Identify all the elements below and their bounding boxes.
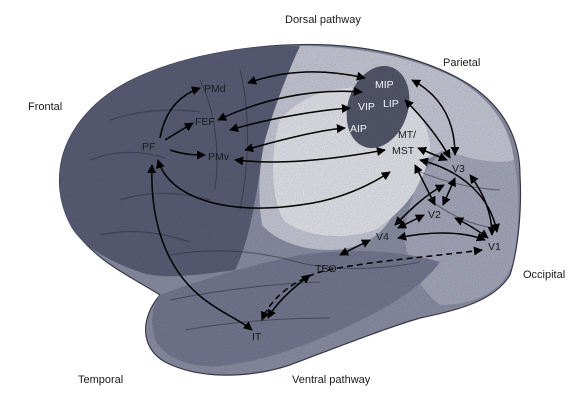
area-it: IT xyxy=(252,331,262,343)
area-pmd: PMd xyxy=(204,83,226,95)
label-temporal: Temporal xyxy=(78,374,123,386)
area-vip: VIP xyxy=(358,101,375,113)
area-teo: TEO xyxy=(315,263,337,275)
area-mst: MST xyxy=(392,145,415,157)
area-v4: V4 xyxy=(376,231,389,243)
area-lip: LIP xyxy=(383,98,399,110)
area-v1: V1 xyxy=(488,241,501,253)
area-aip: AIP xyxy=(350,123,367,135)
area-mip: MIP xyxy=(375,79,394,91)
brain-silhouette xyxy=(60,44,521,375)
label-ventral-pathway: Ventral pathway xyxy=(292,374,371,386)
area-mt: MT/ xyxy=(398,129,416,141)
label-occipital: Occipital xyxy=(523,269,565,281)
label-frontal: Frontal xyxy=(28,101,62,113)
label-dorsal-pathway: Dorsal pathway xyxy=(285,14,361,26)
area-v2: V2 xyxy=(428,209,441,221)
brain-texture xyxy=(60,44,521,375)
area-pf: PF xyxy=(142,141,155,153)
area-fef: FEF xyxy=(195,116,215,128)
area-v3: V3 xyxy=(452,163,465,175)
area-pmv: PMv xyxy=(208,151,230,163)
label-parietal: Parietal xyxy=(443,57,480,69)
